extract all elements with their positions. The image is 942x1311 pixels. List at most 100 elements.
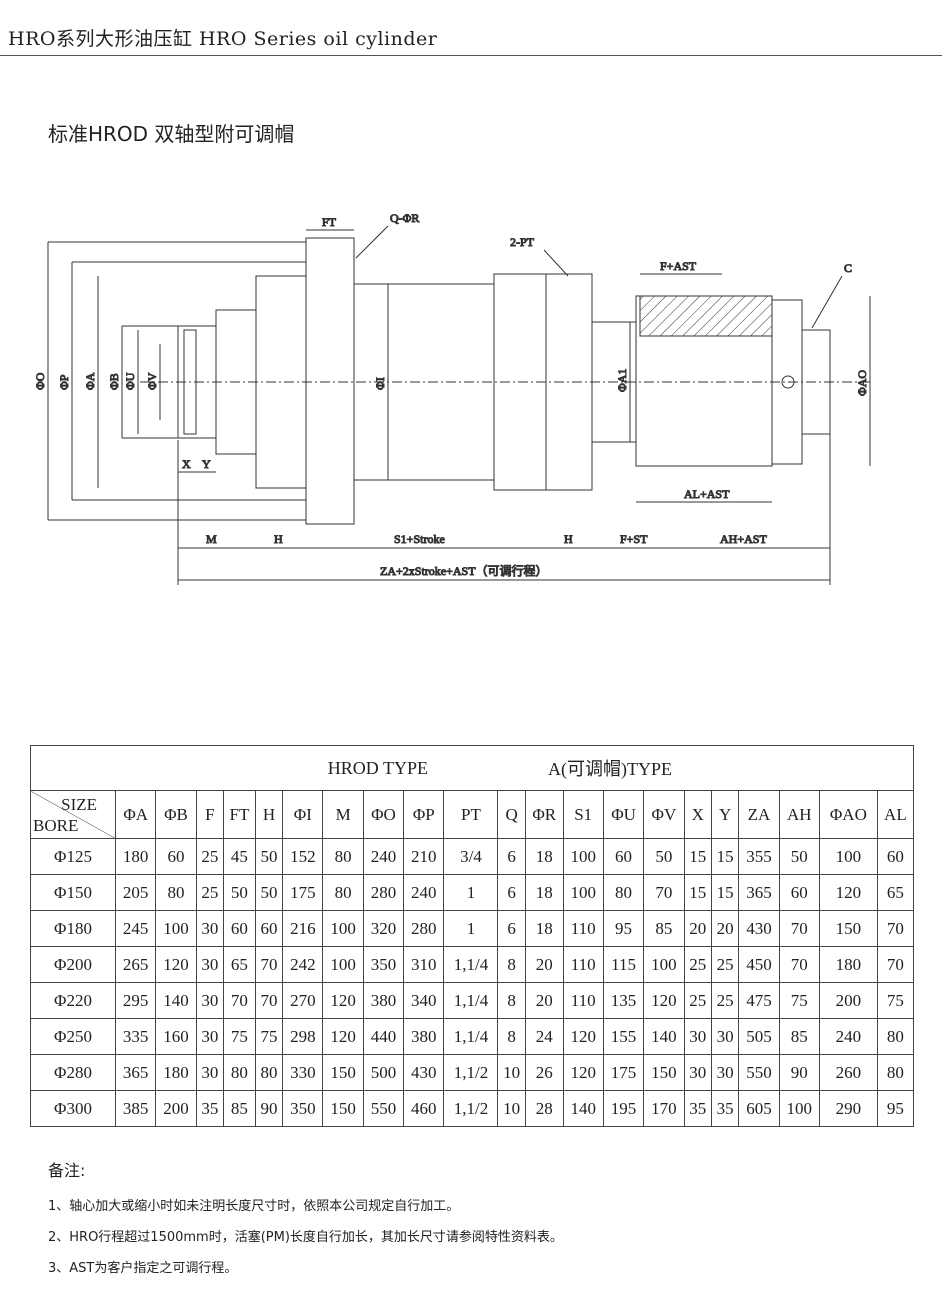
label-y: Y <box>202 457 211 471</box>
table-cell: 160 <box>155 1018 197 1055</box>
table-cell: 70 <box>223 982 256 1019</box>
table-cell: 60 <box>254 910 284 947</box>
table-cell: 15 <box>710 838 740 875</box>
table-cell: 24 <box>524 1018 564 1055</box>
table-cell: 280 <box>362 874 405 911</box>
table-cell: 30 <box>683 1018 712 1055</box>
table-cell: 18 <box>524 874 564 911</box>
table-cell: 3/4 <box>443 838 499 875</box>
table-cell: 80 <box>254 1054 284 1091</box>
table-cell: 150 <box>322 1054 364 1091</box>
label-ft: FT <box>322 215 337 229</box>
table-cell: 60 <box>155 838 197 875</box>
column-header: AH <box>778 790 820 839</box>
table-cell: 6 <box>497 874 526 911</box>
table-cell: 140 <box>643 1018 685 1055</box>
table-cell: 20 <box>683 910 712 947</box>
table-cell: 140 <box>155 982 197 1019</box>
table-cell: 6 <box>497 910 526 947</box>
table-cell: 120 <box>322 1018 364 1055</box>
notes-section: 备注: 1、轴心加大或缩小时如未注明长度尺寸时，依照本公司规定自行加工。 2、H… <box>48 1157 563 1288</box>
table-cell: 100 <box>778 1090 820 1127</box>
label-2pt: 2-PT <box>510 235 535 249</box>
label-u: ΦU <box>123 372 137 390</box>
note-item: 1、轴心加大或缩小时如未注明长度尺寸时，依照本公司规定自行加工。 <box>48 1199 460 1214</box>
table-cell: 1,1/4 <box>443 1018 499 1055</box>
table-cell: 205 <box>114 874 157 911</box>
table-cell: 30 <box>710 1018 740 1055</box>
table-cell: 120 <box>322 982 364 1019</box>
table-cell: 15 <box>683 838 712 875</box>
table-cell: 270 <box>282 982 324 1019</box>
table-cell: 30 <box>195 910 225 947</box>
bore-cell: Φ250 <box>30 1018 116 1055</box>
table-cell: 75 <box>254 1018 284 1055</box>
column-header: Y <box>710 790 740 839</box>
table-cell: 265 <box>114 946 157 983</box>
table-cell: 155 <box>602 1018 645 1055</box>
table-cell: 100 <box>155 910 197 947</box>
table-cell: 75 <box>223 1018 256 1055</box>
column-header: FT <box>223 790 256 839</box>
table-cell: 100 <box>322 946 364 983</box>
table-cell: 30 <box>195 982 225 1019</box>
column-header: M <box>322 790 364 839</box>
table-cell: 100 <box>562 838 604 875</box>
table-cell: 6 <box>497 838 526 875</box>
size-label: SIZE <box>61 795 97 814</box>
adjust-cap-hatch <box>639 295 773 337</box>
table-cell: 195 <box>602 1090 645 1127</box>
table-cell: 28 <box>524 1090 564 1127</box>
column-header: PT <box>443 790 499 839</box>
table-cell: 140 <box>562 1090 604 1127</box>
table-cell: 605 <box>738 1090 780 1127</box>
table-cell: 8 <box>497 1018 526 1055</box>
table-cell: 75 <box>778 982 820 1019</box>
table-cell: 385 <box>114 1090 157 1127</box>
column-header: F <box>195 790 225 839</box>
cylinder-drawing: ΦO ΦP ΦA ΦB ΦU ΦV ΦI ΦA1 ΦAO FT Q-ΦR 2-P… <box>33 211 871 585</box>
table-cell: 440 <box>362 1018 405 1055</box>
table-cell: 180 <box>114 838 157 875</box>
table-cell: 150 <box>322 1090 364 1127</box>
table-cell: 110 <box>562 910 604 947</box>
table-cell: 1 <box>443 910 499 947</box>
table-cell: 175 <box>282 874 324 911</box>
table-cell: 20 <box>524 946 564 983</box>
table-cell: 500 <box>362 1054 405 1091</box>
table-cell: 80 <box>155 874 197 911</box>
table-cell: 380 <box>362 982 405 1019</box>
table-cell: 365 <box>114 1054 157 1091</box>
label-f-st: F+ST <box>620 532 648 546</box>
notes-title: 备注: <box>48 1161 86 1180</box>
table-cell: 30 <box>195 946 225 983</box>
note-item: 2、HRO行程超过1500mm时，活塞(PM)长度自行加长，其加长尺寸请参阅特性… <box>48 1230 563 1245</box>
table-cell: 120 <box>155 946 197 983</box>
table-cell: 70 <box>876 946 915 983</box>
table-cell: 30 <box>195 1054 225 1091</box>
table-cell: 70 <box>643 874 685 911</box>
label-a1: ΦA1 <box>615 369 629 392</box>
table-cell: 240 <box>403 874 445 911</box>
table-cell: 120 <box>643 982 685 1019</box>
table-cell: 80 <box>876 1054 915 1091</box>
label-h-left: H <box>274 532 283 546</box>
table-cell: 430 <box>738 910 780 947</box>
table-cell: 1,1/4 <box>443 946 499 983</box>
label-a: ΦA <box>83 372 97 390</box>
table-cell: 50 <box>254 838 284 875</box>
table-cell: 340 <box>403 982 445 1019</box>
bore-cell: Φ180 <box>30 910 116 947</box>
table-cell: 50 <box>643 838 685 875</box>
table-cell: 240 <box>362 838 405 875</box>
table-title-hrod: HROD TYPE <box>29 745 498 791</box>
column-header: ΦV <box>643 790 685 839</box>
table-cell: 50 <box>778 838 820 875</box>
page-header-title: HRO系列大形油压缸 HRO Series oil cylinder <box>8 28 438 50</box>
table-cell: 80 <box>876 1018 915 1055</box>
